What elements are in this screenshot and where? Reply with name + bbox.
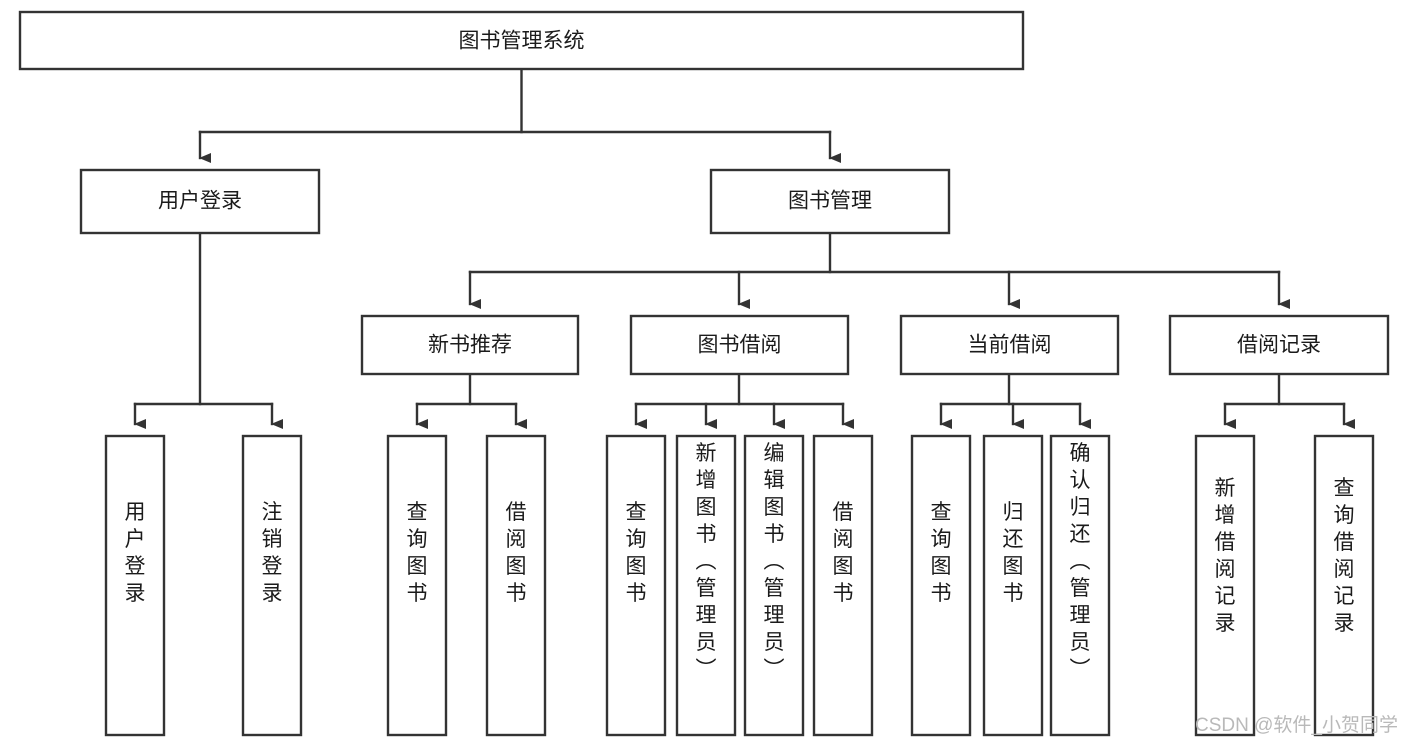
node-user-login[interactable]: 用户登录 (79, 168, 321, 235)
csdn-watermark: CSDN @软件_小贺同学 (1195, 714, 1398, 736)
node-new-book-recommend[interactable]: 新书推荐 (360, 314, 580, 376)
leaf-node-layer: 用户登录 注销登录 查询图书 借阅图书 查询图书 新增图书︵管理员︶ (104, 434, 1375, 737)
leaf-edit-book-admin-box[interactable] (743, 434, 805, 737)
node-borrow-records-label: 借阅记录 (1237, 334, 1321, 357)
leaf-user-login-label: 用户登录 (125, 501, 146, 605)
node-book-management-box[interactable] (709, 168, 951, 235)
leaf-logout-label: 注销登录 (262, 501, 283, 605)
leaf-query-borrow-record-box[interactable] (1313, 434, 1375, 737)
node-new-book-recommend-label: 新书推荐 (428, 334, 512, 357)
leaf-confirm-return-admin-box[interactable] (1049, 434, 1111, 737)
node-book-management[interactable]: 图书管理 (709, 168, 951, 235)
leaf-add-borrow-record[interactable]: 新增借阅记录 (1194, 434, 1256, 737)
node-root-system[interactable]: 图书管理系统 (18, 10, 1025, 71)
leaf-query-books-borrow-label: 查询图书 (626, 501, 647, 605)
node-book-management-label: 图书管理 (788, 190, 872, 213)
leaf-edit-book-admin-label: 编辑图书︵管理员︶ (764, 442, 785, 681)
leaf-add-book-admin-label: 新增图书︵管理员︶ (696, 442, 717, 681)
leaf-confirm-return-admin-label: 确认归还︵管理员︶ (1070, 442, 1091, 681)
node-current-borrow-label: 当前借阅 (968, 334, 1052, 357)
leaf-add-borrow-record-box[interactable] (1194, 434, 1256, 737)
node-current-borrow[interactable]: 当前借阅 (899, 314, 1120, 376)
node-user-login-label: 用户登录 (158, 190, 242, 213)
leaf-query-borrow-record-label: 查询借阅记录 (1334, 477, 1355, 635)
leaf-add-book-admin-box[interactable] (675, 434, 737, 737)
node-borrow-records[interactable]: 借阅记录 (1168, 314, 1390, 376)
leaf-confirm-return-admin[interactable]: 确认归还︵管理员︶ (1049, 434, 1111, 737)
leaf-return-book[interactable]: 归还图书 (982, 434, 1044, 737)
leaf-user-login[interactable]: 用户登录 (104, 434, 166, 737)
leaf-query-books-borrow-box[interactable] (605, 434, 667, 737)
node-book-borrow-label: 图书借阅 (698, 334, 782, 357)
leaf-query-books-new-label: 查询图书 (407, 501, 428, 605)
node-book-borrow-box[interactable] (629, 314, 850, 376)
node-root-system-box[interactable] (18, 10, 1025, 71)
connector-layer (133, 67, 1355, 429)
leaf-borrow-book-box[interactable] (812, 434, 874, 737)
leaf-query-books-new-box[interactable] (386, 434, 448, 737)
leaf-borrow-books-new-label: 借阅图书 (506, 501, 527, 605)
node-book-borrow[interactable]: 图书借阅 (629, 314, 850, 376)
leaf-borrow-books-new[interactable]: 借阅图书 (485, 434, 547, 737)
leaf-borrow-books-new-box[interactable] (485, 434, 547, 737)
leaf-return-book-label: 归还图书 (1003, 501, 1024, 605)
leaf-user-login-box[interactable] (104, 434, 166, 737)
node-borrow-records-box[interactable] (1168, 314, 1390, 376)
leaf-return-book-box[interactable] (982, 434, 1044, 737)
leaf-borrow-book-label: 借阅图书 (833, 501, 854, 605)
leaf-edit-book-admin[interactable]: 编辑图书︵管理员︶ (743, 434, 805, 737)
node-root-system-label: 图书管理系统 (459, 30, 585, 53)
node-user-login-box[interactable] (79, 168, 321, 235)
leaf-logout-box[interactable] (241, 434, 303, 737)
node-new-book-recommend-box[interactable] (360, 314, 580, 376)
leaf-query-books-current-label: 查询图书 (931, 501, 952, 605)
leaf-logout[interactable]: 注销登录 (241, 434, 303, 737)
leaf-query-books-current[interactable]: 查询图书 (910, 434, 972, 737)
leaf-query-books-borrow[interactable]: 查询图书 (605, 434, 667, 737)
node-current-borrow-box[interactable] (899, 314, 1120, 376)
leaf-query-books-current-box[interactable] (910, 434, 972, 737)
leaf-query-borrow-record[interactable]: 查询借阅记录 (1313, 434, 1375, 737)
leaf-query-books-new[interactable]: 查询图书 (386, 434, 448, 737)
leaf-add-borrow-record-label: 新增借阅记录 (1215, 477, 1236, 635)
leaf-add-book-admin[interactable]: 新增图书︵管理员︶ (675, 434, 737, 737)
leaf-borrow-book[interactable]: 借阅图书 (812, 434, 874, 737)
